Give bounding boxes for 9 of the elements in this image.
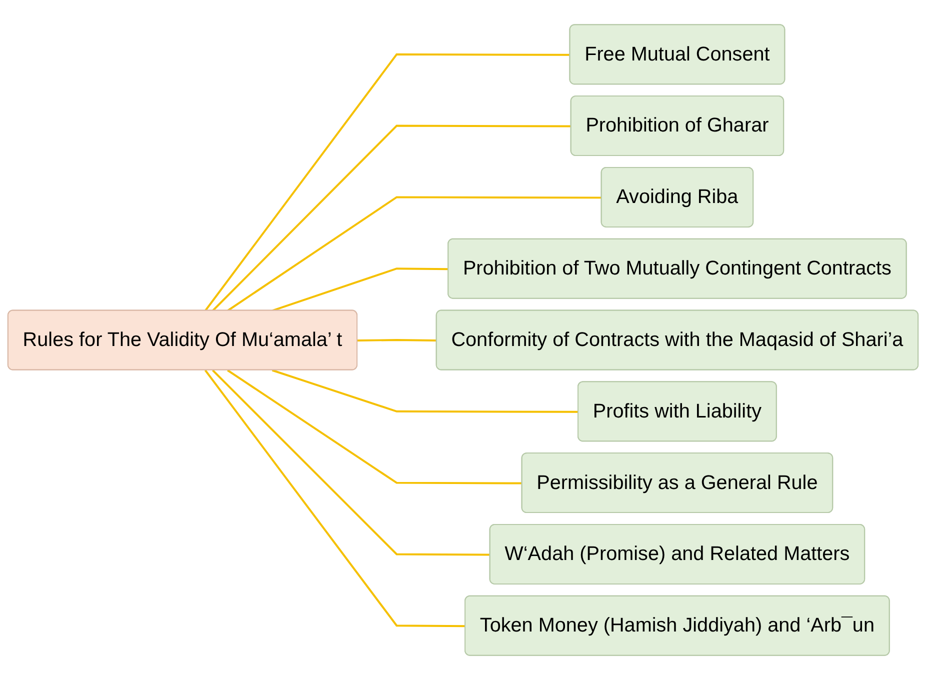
connector: [204, 370, 466, 628]
connector: [212, 370, 490, 556]
connector: [227, 196, 602, 312]
connector: [212, 124, 572, 312]
connector: [204, 53, 570, 312]
connector: [272, 369, 578, 413]
connector: [227, 369, 522, 484]
connector: [272, 268, 449, 312]
connector: [357, 339, 437, 342]
